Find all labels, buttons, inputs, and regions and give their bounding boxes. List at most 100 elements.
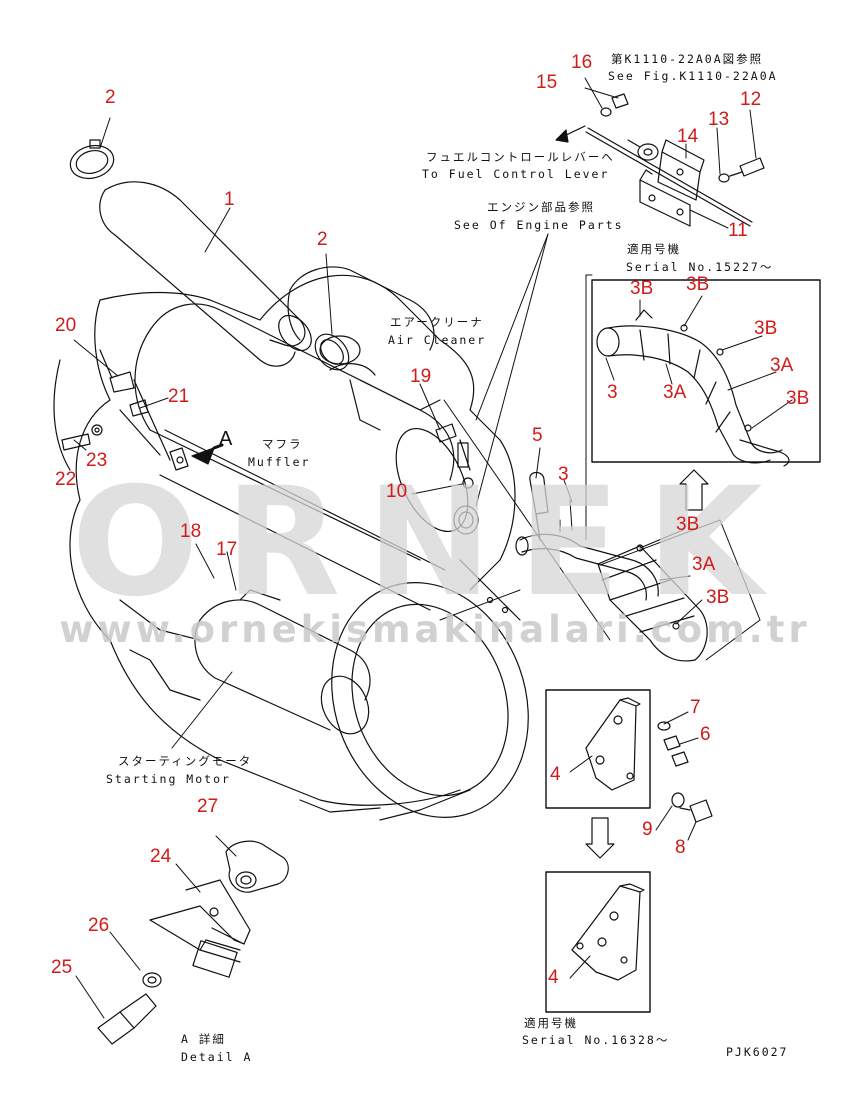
fuel-lever-en: To Fuel Control Lever [422,167,610,181]
callout-7: 7 [690,697,701,718]
clamp-10 [453,477,479,535]
nut-6 [663,735,689,767]
callout-3-tube: 3 [558,464,569,485]
bracket-at-view-a [169,447,189,471]
callout-11: 11 [728,220,748,241]
callout-3b-top-2: 3B [686,274,710,295]
hose-detail-middle [597,519,761,662]
callout-27: 27 [197,796,219,817]
engine-parts-en: See Of Engine Parts [454,218,624,232]
callout-20: 20 [55,315,77,336]
callout-3b-top-1: 3B [630,278,654,299]
callout-22: 22 [55,469,77,490]
starting-motor-body [194,589,371,735]
callout-19: 19 [410,366,432,387]
bracket-4-lower [571,883,645,981]
washer-7 [657,721,671,731]
callout-24: 24 [150,846,172,867]
callout-3b-middle-1: 3B [676,514,700,535]
callout-26: 26 [88,915,110,936]
detail-box-serial-16328 [545,871,651,1013]
fig-ref-jp: 第K1110-22A0A図参照 [611,52,764,66]
control-rod [555,125,753,227]
bolt-8 [679,799,713,823]
serial2-en: Serial No.16328〜 [522,1033,670,1047]
detail-a-en: Detail A [181,1050,253,1064]
bolt-5 [529,471,549,541]
bolt-25 [97,993,157,1045]
bolt-22-washer-23 [61,424,103,451]
watermark-url: www.ornekismakinalari.com.tr [59,608,811,651]
plate-11 [639,169,691,227]
callout-3b-middle-2: 3B [706,587,730,608]
fig-ref-en: See Fig.K1110-22A0A [608,69,778,83]
callout-2-clamp-middle: 2 [317,229,328,250]
nut-16 [611,93,629,109]
callout-13: 13 [708,109,730,130]
bracket-24 [149,879,251,978]
callout-3b-top-4: 3B [786,388,810,409]
muffler-en: Muffler [248,455,311,469]
drawing-code: PJK6027 [726,1045,789,1059]
callout-2-clamp-top: 2 [105,87,116,108]
air-cleaner-en: Air Cleaner [388,333,487,347]
serial2-jp: 適用号機 [524,1016,578,1030]
washer-13 [718,173,730,183]
air-cleaner-jp: エアークリーナ [390,315,484,329]
up-arrow [679,469,709,511]
callout-8: 8 [675,837,686,858]
fuel-lever-jp: フュエルコントロールレバーヘ [426,150,615,164]
rod-end-joint [627,139,659,161]
detail-a-jp: A 詳細 [181,1032,226,1046]
serial1-en: Serial No.15227〜 [626,260,774,274]
engine-parts-jp: エンジン部品参照 [487,200,595,214]
view-a-arrow [191,447,215,465]
callout-25: 25 [51,957,73,978]
hose-clamp-2-middle [314,333,350,371]
bracket-4-upper [585,697,641,791]
starting-motor-en: Starting Motor [106,772,231,786]
bracket-14 [657,139,705,201]
detail-box-bracket-4 [545,689,651,809]
callout-3b-top-3: 3B [754,318,778,339]
callout-9: 9 [642,819,653,840]
hose-clamp-2-top [69,139,115,180]
callout-21: 21 [168,386,190,407]
callout-23: 23 [86,450,108,471]
callout-3-top: 3 [607,382,618,403]
callout-15: 15 [536,72,558,93]
callout-4-lower: 4 [548,967,559,988]
starting-motor-jp: スターティングモータ [118,754,253,768]
rubber-mount-27 [225,840,289,893]
serial1-jp: 適用号機 [627,242,681,256]
washer-15 [600,107,612,117]
view-a-label: A [219,428,233,450]
callout-12: 12 [740,89,762,110]
callout-5: 5 [532,425,543,446]
bolt-20-and-spacer [99,349,171,461]
callout-18: 18 [180,521,202,542]
washer-9 [671,792,685,808]
callout-6: 6 [700,724,711,745]
callout-3a-middle: 3A [692,554,716,575]
leader-lines [73,77,793,1019]
watermark-logo: ORNEK [71,456,789,630]
callout-1-hose: 1 [224,189,235,210]
bolt-12 [729,157,765,177]
callout-10: 10 [386,481,408,502]
flywheel-housing [331,559,529,821]
bolt-19 [435,423,471,471]
hose-detail-top [596,309,790,467]
callout-14: 14 [677,126,699,147]
callout-16: 16 [571,52,593,73]
detail-box-serial-15227 [591,279,821,463]
callout-17: 17 [216,539,238,560]
callout-4-upper: 4 [550,764,561,785]
bracket-21 [119,399,161,456]
washer-26 [142,972,162,988]
callout-3a-top-2: 3A [770,355,794,376]
down-arrow [585,817,615,859]
intake-hose-1 [99,181,312,367]
